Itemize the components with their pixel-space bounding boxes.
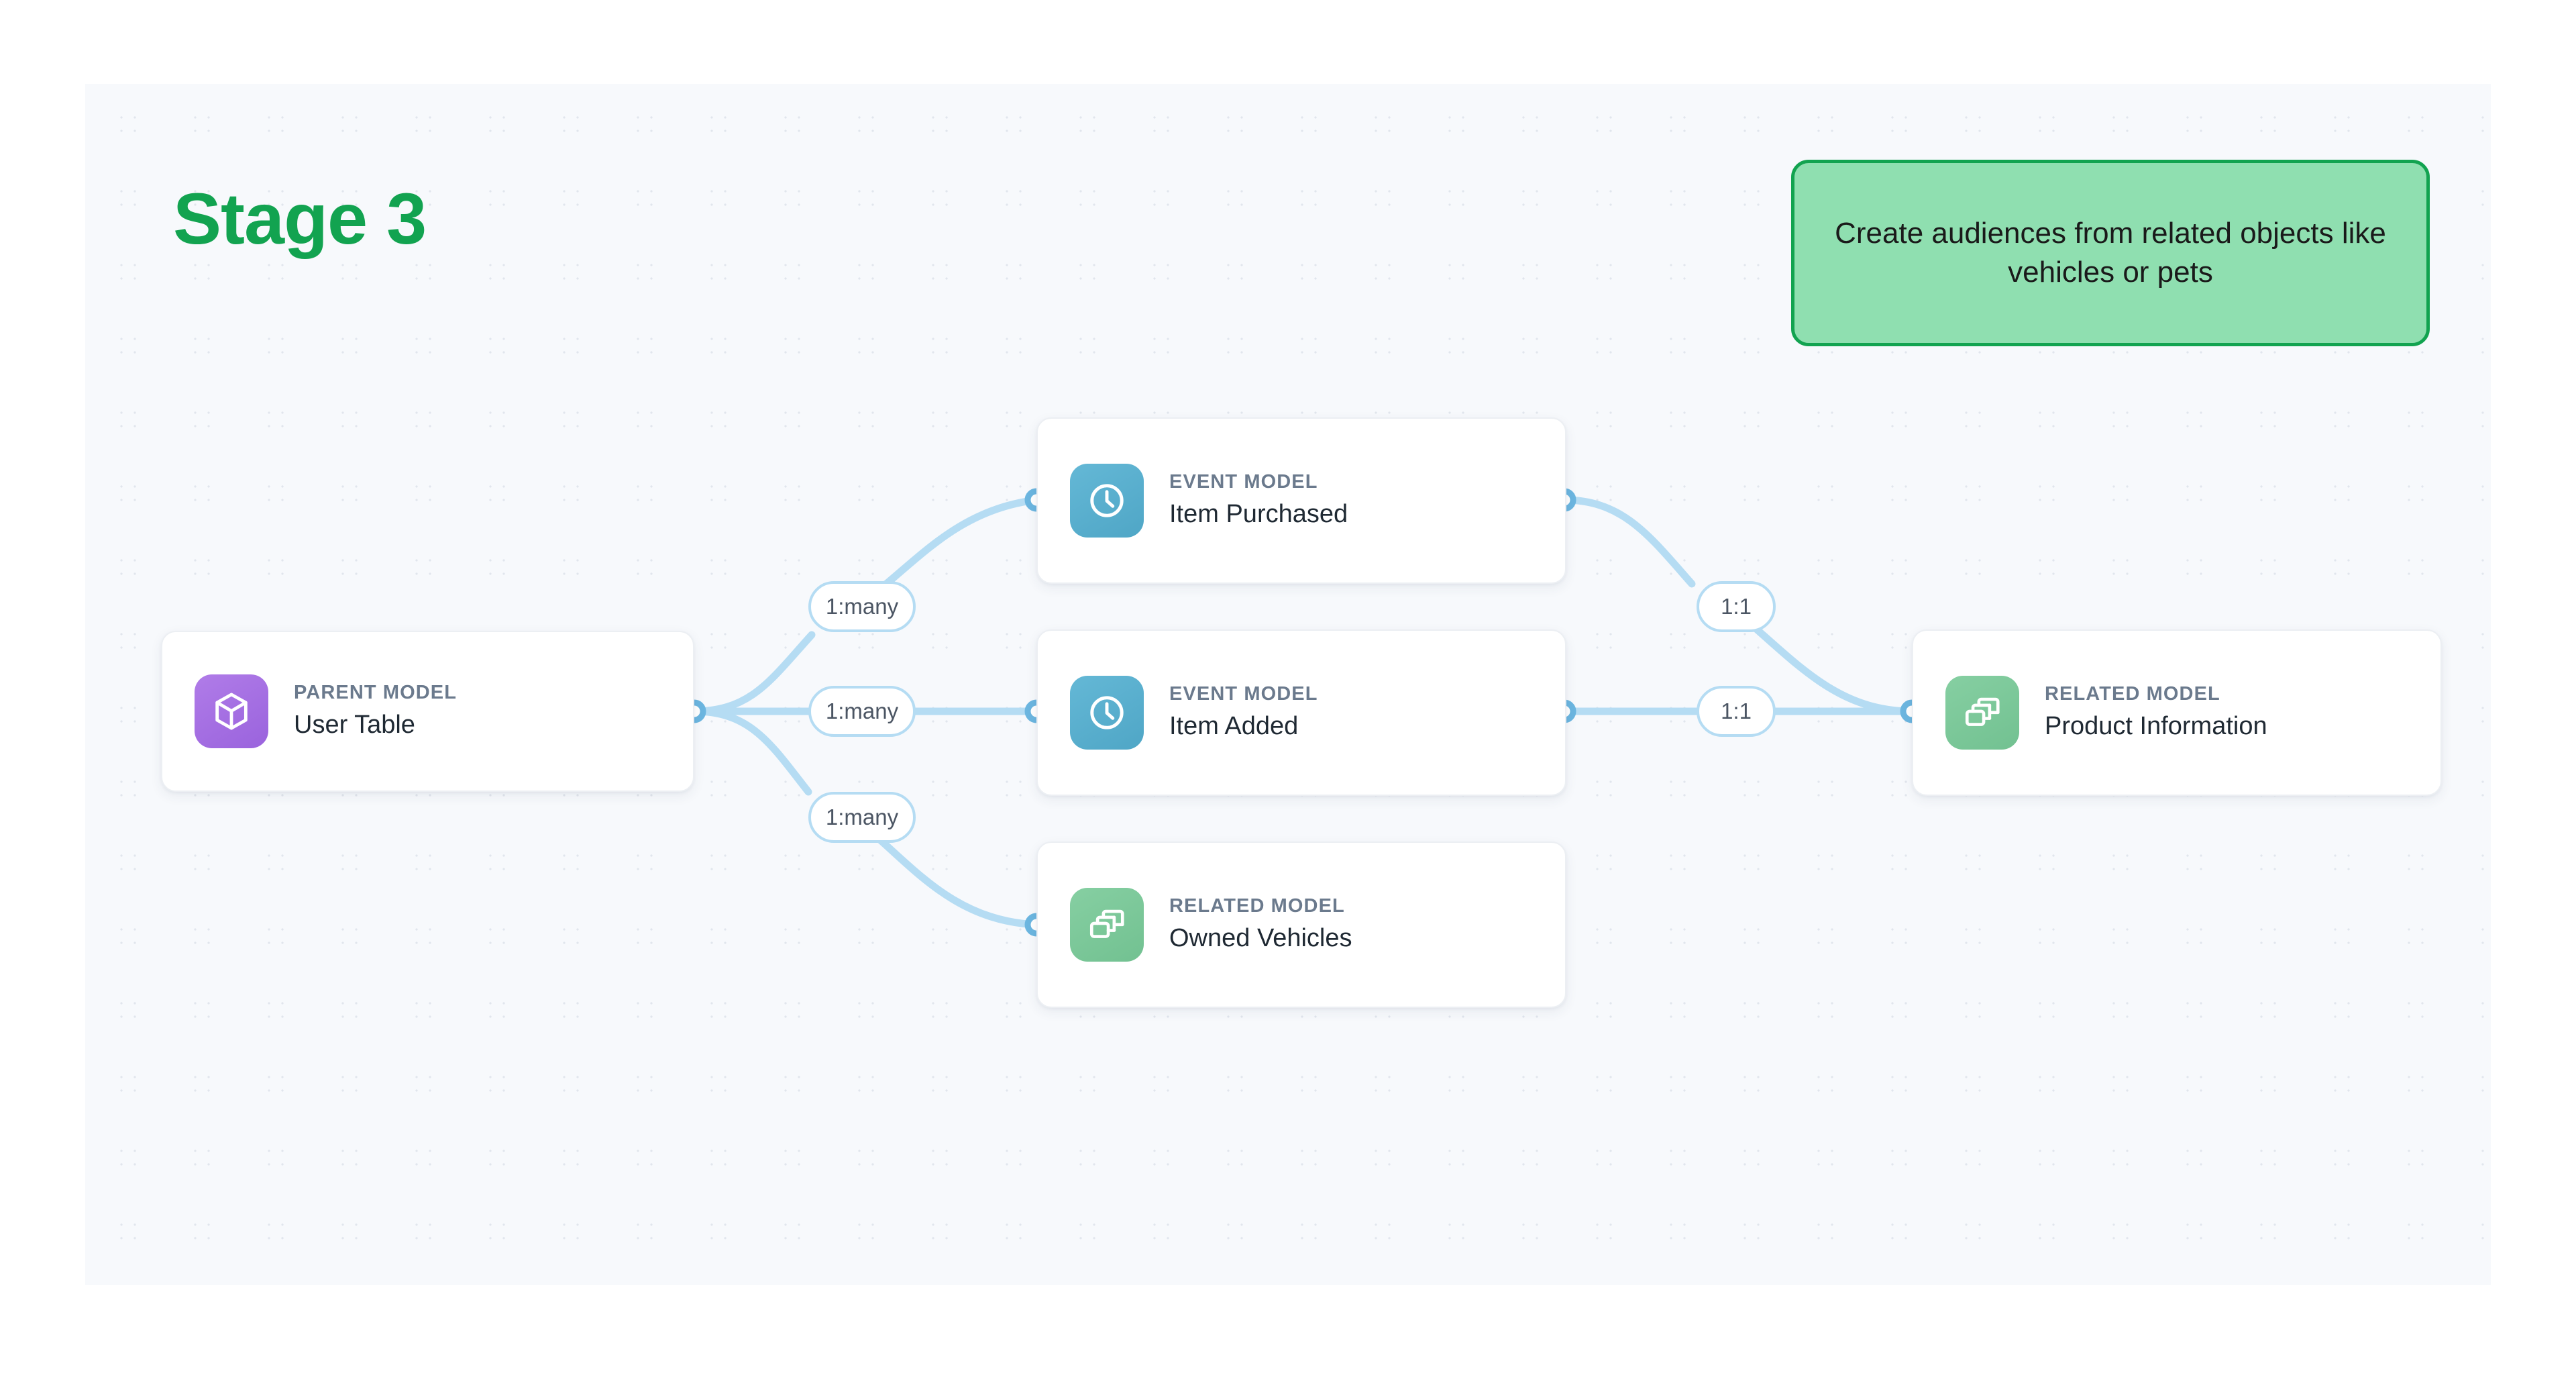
node-kicker: EVENT MODEL xyxy=(1169,683,1318,705)
node-kicker: RELATED MODEL xyxy=(1169,895,1345,917)
node-title: Owned Vehicles xyxy=(1169,924,1352,953)
node-item-purchased[interactable]: EVENT MODEL Item Purchased xyxy=(1036,417,1566,584)
node-title: Item Added xyxy=(1169,712,1299,741)
relationship-label-user-to-item-purchased[interactable]: 1:many xyxy=(808,581,916,632)
callout-box: Create audiences from related objects li… xyxy=(1791,160,2430,346)
cube-icon xyxy=(195,674,268,748)
node-kicker: PARENT MODEL xyxy=(294,682,458,704)
node-owned-vehicles[interactable]: RELATED MODEL Owned Vehicles xyxy=(1036,842,1566,1008)
relationship-label-user-to-owned-vehicles[interactable]: 1:many xyxy=(808,792,916,843)
relationship-label-item-added-to-product[interactable]: 1:1 xyxy=(1697,686,1776,737)
node-title: Item Purchased xyxy=(1169,500,1348,529)
relationship-label-user-to-item-added[interactable]: 1:many xyxy=(808,686,916,737)
clock-icon xyxy=(1070,464,1144,538)
node-kicker: EVENT MODEL xyxy=(1169,471,1318,493)
clock-icon xyxy=(1070,676,1144,750)
node-kicker: RELATED MODEL xyxy=(2045,683,2220,705)
layers-icon xyxy=(1070,888,1144,962)
callout-text: Create audiences from related objects li… xyxy=(1835,216,2386,289)
node-user-table[interactable]: PARENT MODEL User Table xyxy=(161,631,694,792)
node-title: User Table xyxy=(294,711,415,740)
node-title: Product Information xyxy=(2045,712,2267,741)
layers-icon xyxy=(1945,676,2019,750)
node-item-added[interactable]: EVENT MODEL Item Added xyxy=(1036,629,1566,796)
page-title: Stage 3 xyxy=(173,178,427,259)
node-product-information[interactable]: RELATED MODEL Product Information xyxy=(1912,629,2442,796)
relationship-label-item-purchased-to-product[interactable]: 1:1 xyxy=(1697,581,1776,632)
